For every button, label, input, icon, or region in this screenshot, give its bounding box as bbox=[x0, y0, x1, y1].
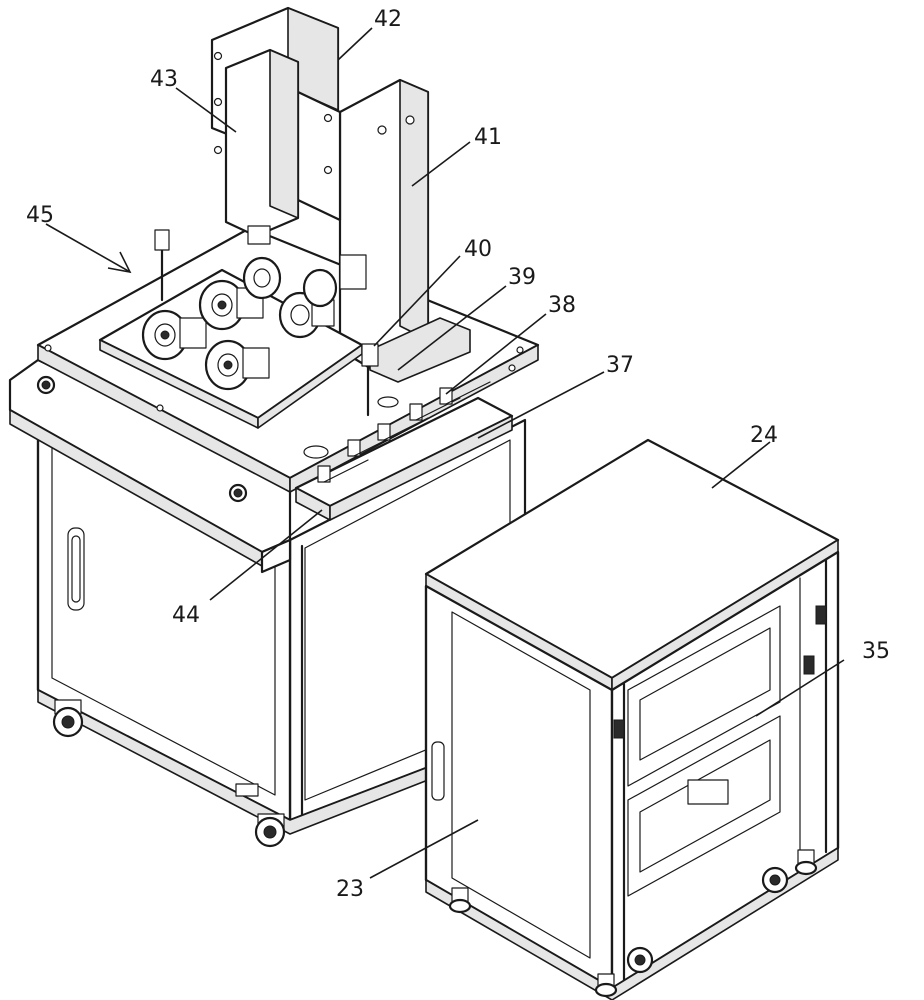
reference-numerals: 42 43 41 45 40 39 38 37 24 35 44 23 bbox=[26, 7, 890, 902]
upper-drawer bbox=[627, 605, 781, 787]
leader-lines bbox=[45, 27, 845, 879]
press-column-41 bbox=[338, 78, 471, 383]
leader-35 bbox=[755, 659, 845, 717]
head-front-plate bbox=[296, 90, 342, 222]
label-37: 37 bbox=[606, 353, 634, 378]
drawer-handle bbox=[687, 779, 729, 805]
label-44: 44 bbox=[172, 603, 200, 628]
leader-42 bbox=[337, 27, 373, 61]
label-41: 41 bbox=[474, 125, 502, 150]
right-cabinet bbox=[424, 438, 840, 1000]
right-caster-5 bbox=[794, 849, 818, 876]
right-caster-3 bbox=[626, 946, 654, 974]
door-handle-inner bbox=[71, 535, 81, 603]
tool-rack bbox=[294, 381, 514, 521]
motor-3 bbox=[204, 339, 270, 391]
leader-38 bbox=[445, 313, 547, 395]
door-handle bbox=[67, 527, 85, 611]
leader-40 bbox=[373, 255, 461, 347]
label-38: 38 bbox=[548, 293, 576, 318]
right-door-handle bbox=[431, 741, 445, 801]
motor-5 bbox=[242, 256, 282, 300]
label-43: 43 bbox=[150, 67, 178, 92]
motor-2 bbox=[198, 279, 264, 331]
label-24: 24 bbox=[750, 423, 778, 448]
caster-front-right bbox=[254, 813, 286, 848]
leader-24 bbox=[711, 441, 771, 489]
leader-23 bbox=[369, 819, 479, 879]
label-23: 23 bbox=[336, 877, 364, 902]
leader-43 bbox=[175, 87, 237, 133]
rack-front bbox=[329, 415, 513, 521]
cylinder-rod bbox=[247, 225, 271, 245]
motor-1 bbox=[141, 309, 207, 361]
leader-39 bbox=[397, 285, 507, 371]
right-caster-4 bbox=[761, 866, 789, 894]
caster-front-left bbox=[52, 699, 84, 738]
rack-ring bbox=[303, 445, 329, 459]
cylinder-side bbox=[269, 49, 299, 219]
cabinet-door-23 bbox=[451, 611, 591, 959]
lower-drawer-35 bbox=[627, 715, 781, 897]
label-35: 35 bbox=[862, 639, 890, 664]
right-caster-1 bbox=[448, 887, 472, 914]
leader-45 bbox=[45, 223, 131, 273]
leader-44 bbox=[209, 509, 323, 601]
motor-4 bbox=[278, 291, 335, 339]
label-40: 40 bbox=[464, 237, 492, 262]
leader-41 bbox=[411, 141, 471, 187]
label-39: 39 bbox=[508, 265, 536, 290]
right-caster-2 bbox=[594, 973, 618, 998]
label-45: 45 bbox=[26, 203, 54, 228]
arrow-45-head bbox=[107, 251, 132, 274]
caster-rear bbox=[235, 783, 259, 797]
press-cylinder-43 bbox=[224, 48, 300, 245]
leader-37 bbox=[477, 371, 605, 439]
label-42: 42 bbox=[374, 7, 402, 32]
motor-fixture-tray bbox=[98, 229, 379, 429]
motor-6 bbox=[302, 254, 367, 308]
